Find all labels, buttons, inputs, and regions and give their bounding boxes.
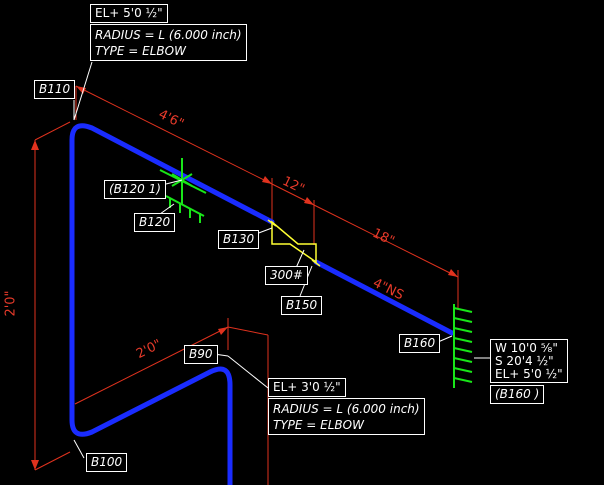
dim-line-after-valve [313,204,459,278]
valve-face-a [267,219,277,227]
arrow-vert-top [31,140,39,150]
leader-300 [295,249,305,269]
support-b120-base [165,195,205,217]
bend-type-top: TYPE = ELBOW [95,44,186,58]
leader-b90-note [227,355,269,389]
node-tag-b150[interactable]: B150 [281,296,323,315]
dim-ext-vert-top [34,121,71,141]
node-tag-b90[interactable]: B90 [184,345,218,364]
arrow-valve-b [304,197,314,205]
pipe-after-valve [313,259,455,336]
leader-b160 [437,335,453,343]
leader-note-to-elbow [73,61,93,121]
anchor-hatch-3 [453,327,473,333]
pipe-main-run [69,123,275,423]
elevation-label-top: EL+ 5'0 ½" [90,4,168,23]
anchor-hatch-1 [453,307,473,313]
anchor-hatch-8 [453,377,473,383]
anchor-hatch-4 [453,337,473,343]
dim-text-vertical: 2'0" [3,290,19,317]
node-tag-b110[interactable]: B110 [34,80,76,99]
arrow-valve-a [262,176,272,184]
anchor-hatch-7 [453,367,473,373]
bend-type-bottom: TYPE = ELBOW [273,418,364,432]
anchor-hatch-2 [453,317,473,323]
arrow-end [448,269,458,277]
end-west-coordinate: W 10'0 ⁵⁄₈" [495,341,558,355]
leader-b100 [73,439,85,459]
elevation-label-bottom: EL+ 3'0 ½" [268,378,346,397]
anchor-hatch-5 [453,347,473,353]
node-tag-b160-paren[interactable]: (B160 ) [490,385,545,404]
pipe [69,123,455,485]
dim-ext-vert-bottom [34,451,71,471]
valve [267,219,321,267]
bend-note-top: RADIUS = L (6.000 inch) TYPE = ELBOW [90,24,247,61]
leader-b120-1 [165,179,183,185]
end-south-coordinate: S 20'4 ½" [495,354,554,368]
anchor-b160 [453,304,473,388]
bend-radius-bottom: RADIUS = L (6.000 inch) [273,402,420,416]
node-tag-b120[interactable]: B120 [134,213,176,232]
arrow-vert-bottom [31,460,39,470]
node-tag-b130[interactable]: B130 [218,230,260,249]
node-tag-b160[interactable]: B160 [399,334,441,353]
node-tag-b120-1[interactable]: (B120 1) [104,180,166,199]
bend-radius-top: RADIUS = L (6.000 inch) [95,28,242,42]
anchor-hatch-6 [453,357,473,363]
dim-line-top-run [75,85,273,185]
dim-line-lower-run [74,326,229,405]
valve-body [271,220,317,264]
leader-b120 [159,203,175,215]
bend-note-bottom: RADIUS = L (6.000 inch) TYPE = ELBOW [268,398,425,435]
arrow-lower-end [218,327,228,335]
end-elevation: EL+ 5'0 ½" [495,367,563,381]
end-coordinates-note: W 10'0 ⁵⁄₈" S 20'4 ½" EL+ 5'0 ½" [490,339,568,383]
dim-ext-lower-top [227,326,269,336]
node-tag-b100[interactable]: B100 [86,453,128,472]
valve-face-b [311,259,321,267]
flange-rating-tag[interactable]: 300# [265,266,308,285]
pipe-lower-run [69,366,233,485]
